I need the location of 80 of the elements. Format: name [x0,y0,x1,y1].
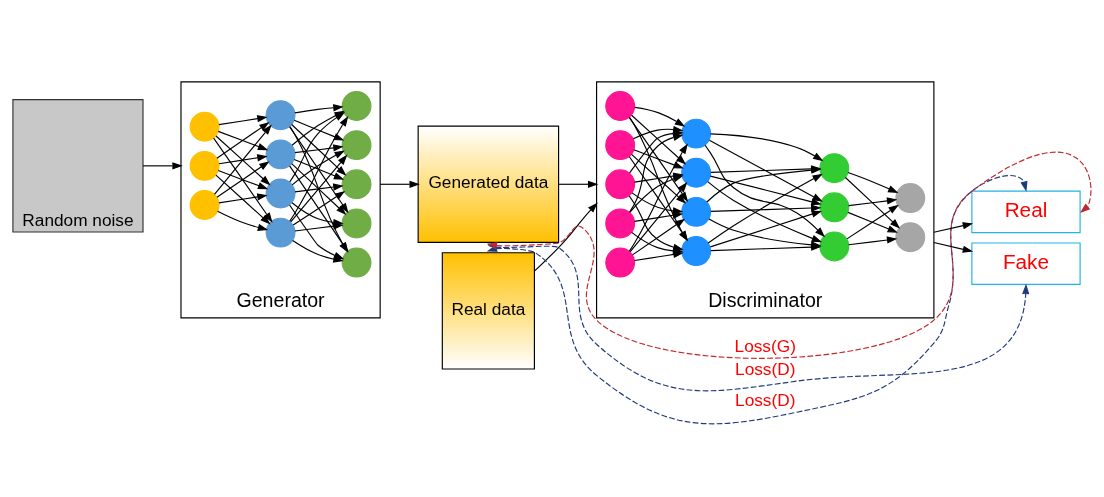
arrow [633,211,684,222]
arrow [933,241,974,253]
node-circle [189,190,220,220]
arrow [533,202,598,272]
arrow [215,174,271,225]
node-circle [681,118,712,149]
node-circle [341,130,372,161]
edge-label: Loss(D) [735,390,796,411]
arrow [848,197,898,207]
arrow [709,210,823,248]
node-circle [265,217,296,248]
arrow [289,126,349,253]
node-circle [605,91,636,121]
node-circle [605,208,636,239]
arrow [213,124,272,195]
node-box: Real data [441,252,535,370]
node-box: Random noise [12,99,144,233]
arrow [844,176,901,229]
arrow [217,210,269,231]
arrow [558,180,599,188]
edge-label: Loss(G) [734,336,796,357]
arrow [289,116,349,222]
arrow [709,175,822,206]
node-circle [189,111,220,142]
arrow [379,180,420,188]
edge-label: Loss(D) [735,359,796,380]
arrow [216,161,270,198]
node-circle [681,236,712,266]
arrow [848,236,898,246]
arrow [289,126,349,214]
arrow [217,169,269,190]
arrow [704,144,826,238]
arrow [218,193,268,204]
arrow [294,144,344,154]
arrow [291,150,345,186]
node-circle [819,231,850,262]
node-circle [681,157,712,188]
arrow [933,222,974,233]
node-circle [681,196,712,227]
node-circle [819,153,850,184]
arrow [142,162,183,170]
arrow [215,135,271,186]
cluster: Generator [180,81,381,319]
arrow [710,133,824,162]
arrow [290,154,348,223]
arrow [847,211,898,233]
node-circle [265,178,296,209]
node-circle [895,222,926,253]
arrow [291,163,347,215]
arrow [293,158,345,180]
arrow [634,106,686,127]
arrow [633,149,684,169]
arrow [218,115,268,126]
node-circle [605,169,636,200]
node-circle [895,183,926,214]
node-circle [341,91,372,121]
node-circle [189,150,220,181]
node-circle [341,247,372,278]
arrow [294,183,344,193]
node-circle [265,139,296,170]
arrow [213,137,273,223]
arrow [846,204,899,240]
arrow [289,165,349,253]
node-circle [341,169,372,200]
cluster: Discriminator [596,81,935,319]
node-box: Real [971,190,1081,234]
node-circle [341,208,372,239]
arrow [847,172,899,194]
arrow [294,222,344,232]
arrow [710,204,822,212]
node-circle [605,247,636,278]
arrow [217,130,269,151]
arrow [294,104,344,114]
arrow [218,154,268,165]
node-circle [605,130,636,161]
node-box: Generated data [417,125,560,243]
node-circle [819,192,850,223]
node-circle [265,100,296,131]
arrow [216,122,270,159]
node-box: Fake [971,242,1081,285]
